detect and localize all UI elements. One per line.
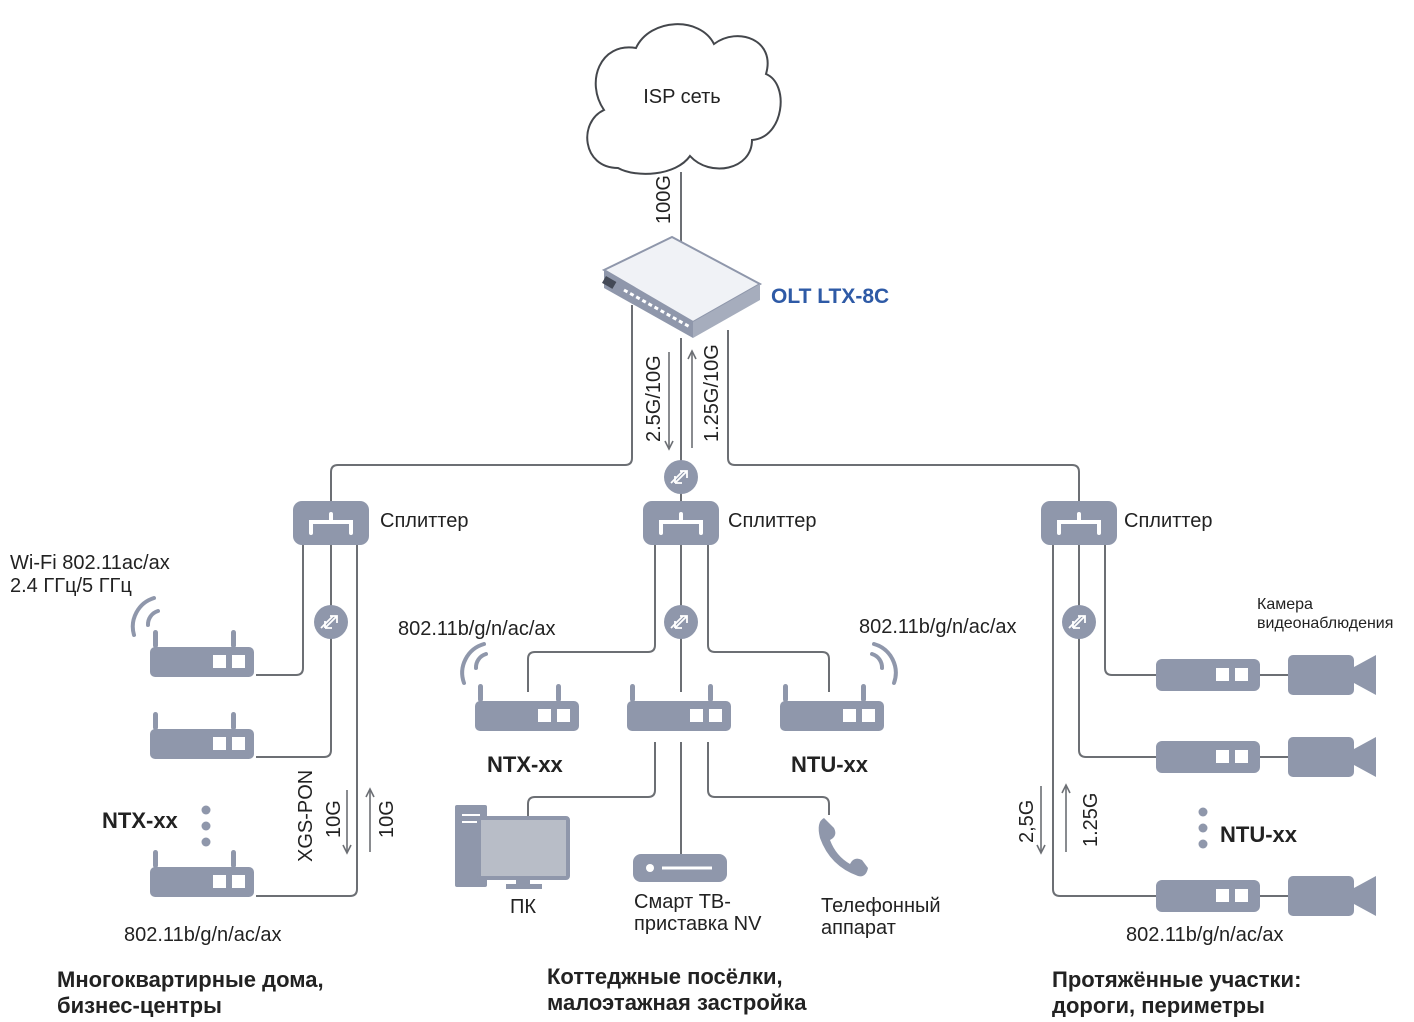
cloud-label: ISP сеть: [643, 86, 720, 108]
trunk-down-speed: 2.5G/10G: [643, 355, 665, 442]
splitter-left-icon: [291, 499, 371, 547]
right-ellipsis-icon: [1198, 807, 1208, 849]
trunk-coupler-icon: [663, 459, 699, 495]
middle-ntx-label: NTX-xx: [487, 752, 564, 777]
isp-cloud: ISP сеть: [586, 23, 782, 175]
camera-2-icon: [1288, 737, 1376, 777]
right-caption-2: дороги, периметры: [1052, 993, 1265, 1017]
splitter-middle-label: Сплиттер: [728, 510, 816, 532]
left-coupler-icon: [313, 604, 349, 640]
left-device-label: NTX-xx: [102, 808, 179, 833]
right-coupler-icon: [1061, 604, 1097, 640]
left-ellipsis-icon: [201, 805, 211, 847]
middle-left-standard: 802.11b/g/n/ac/ax: [398, 618, 556, 640]
middle-caption-2: малоэтажная застройка: [547, 990, 807, 1015]
left-bottom-standard: 802.11b/g/n/ac/ax: [124, 924, 282, 946]
right-branch-wires: [1052, 545, 1290, 897]
right-up-arrow: [1061, 783, 1071, 852]
left-pon-label: XGS-PON: [295, 770, 317, 862]
camera-1-icon: [1288, 655, 1376, 695]
right-caption-1: Протяжённые участки:: [1052, 967, 1301, 992]
stb-icon: [633, 854, 727, 882]
left-wifi-icon: [130, 596, 160, 637]
trunk-down-arrow: [664, 352, 674, 451]
phone-icon: [818, 818, 868, 877]
splitter-right-label: Сплиттер: [1124, 510, 1212, 532]
phone-label-2: аппарат: [821, 917, 896, 939]
olt-label: OLT LTX-8C: [771, 285, 889, 308]
left-ont-3-icon: [150, 850, 254, 897]
trunk-left: [330, 305, 633, 502]
left-ont-2-icon: [150, 712, 254, 759]
right-down-arrow: [1036, 786, 1046, 855]
middle-right-standard: 802.11b/g/n/ac/ax: [859, 616, 1017, 638]
right-down-speed: 2,5G: [1016, 800, 1038, 843]
camera-label-1: Камера: [1257, 596, 1313, 613]
left-ont-1-icon: [150, 630, 254, 677]
middle-center-ont-icon: [627, 684, 731, 731]
left-branch-wires: [256, 545, 358, 897]
left-up-speed: 10G: [376, 800, 398, 838]
splitter-right-icon: [1039, 499, 1119, 547]
splitter-middle-icon: [641, 499, 721, 547]
splitter-left-label: Сплиттер: [380, 510, 468, 532]
olt-device: [601, 235, 763, 338]
trunk-up-arrow: [687, 349, 697, 448]
middle-branch-wires: [527, 545, 830, 855]
left-caption-2: бизнес-центры: [57, 993, 222, 1017]
left-down-speed: 10G: [323, 800, 345, 838]
pc-label: ПК: [510, 896, 536, 918]
right-ont-1-icon: [1156, 659, 1260, 691]
right-bottom-standard: 802.11b/g/n/ac/ax: [1126, 924, 1284, 946]
trunk-right: [727, 330, 1080, 502]
stb-label-2: приставка NV: [634, 913, 762, 935]
uplink-speed: 100G: [653, 175, 675, 224]
middle-caption-1: Коттеджные посёлки,: [547, 964, 783, 989]
left-wifi-label-2: 2.4 ГГц/5 ГГц: [10, 575, 132, 597]
middle-right-wifi-icon: [870, 642, 898, 685]
camera-3-icon: [1288, 876, 1376, 916]
right-ont-2-icon: [1156, 741, 1260, 773]
right-device-label: NTU-xx: [1220, 822, 1298, 847]
middle-ntu-icon: [780, 684, 884, 731]
trunk-up-speed: 1.25G/10G: [701, 344, 723, 442]
pc-icon: [455, 805, 570, 889]
left-down-arrow: [342, 790, 352, 855]
phone-label-1: Телефонный: [821, 895, 941, 917]
stb-label-1: Смарт ТВ-: [634, 891, 731, 913]
right-up-speed: 1.25G: [1080, 793, 1102, 847]
left-up-arrow: [365, 787, 375, 852]
middle-left-wifi-icon: [460, 642, 488, 685]
left-wifi-label-1: Wi-Fi 802.11ac/ax: [10, 552, 170, 574]
middle-coupler-icon: [663, 604, 699, 640]
middle-ntu-label: NTU-xx: [791, 752, 869, 777]
camera-label-2: видеонаблюдения: [1257, 615, 1393, 632]
left-caption-1: Многоквартирные дома,: [57, 967, 324, 992]
right-ont-3-icon: [1156, 880, 1260, 912]
